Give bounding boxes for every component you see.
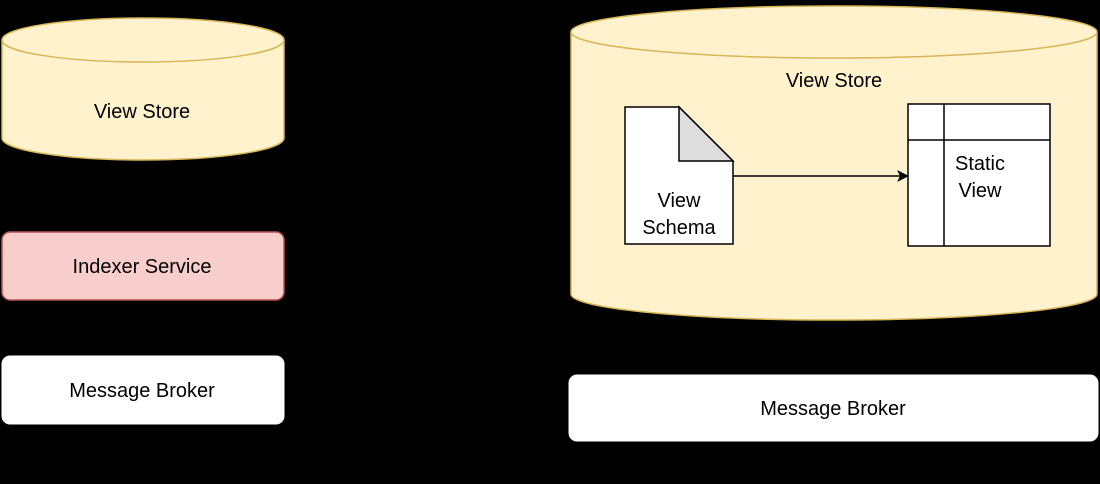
indexer-service-label: Indexer Service <box>73 256 212 278</box>
indexer-service-box: Indexer Service <box>1 231 285 301</box>
view-schema-label-line2: Schema <box>642 217 716 239</box>
static-view-table: Static View <box>907 103 1051 247</box>
static-view-label-line1: Static <box>955 153 1005 175</box>
left-view-store-cylinder: View Store <box>1 17 285 161</box>
view-schema-document: View Schema <box>624 105 735 245</box>
view-schema-label-line1: View <box>658 190 702 212</box>
left-view-store-label: View Store <box>94 101 190 123</box>
left-message-broker-label: Message Broker <box>69 380 215 402</box>
left-message-broker-box: Message Broker <box>1 355 285 425</box>
right-message-broker-box: Message Broker <box>568 374 1099 442</box>
right-message-broker-label: Message Broker <box>760 398 906 420</box>
static-view-label-line2: View <box>959 180 1003 202</box>
document-fold-corner <box>678 105 735 162</box>
right-view-store-label: View Store <box>786 70 882 92</box>
